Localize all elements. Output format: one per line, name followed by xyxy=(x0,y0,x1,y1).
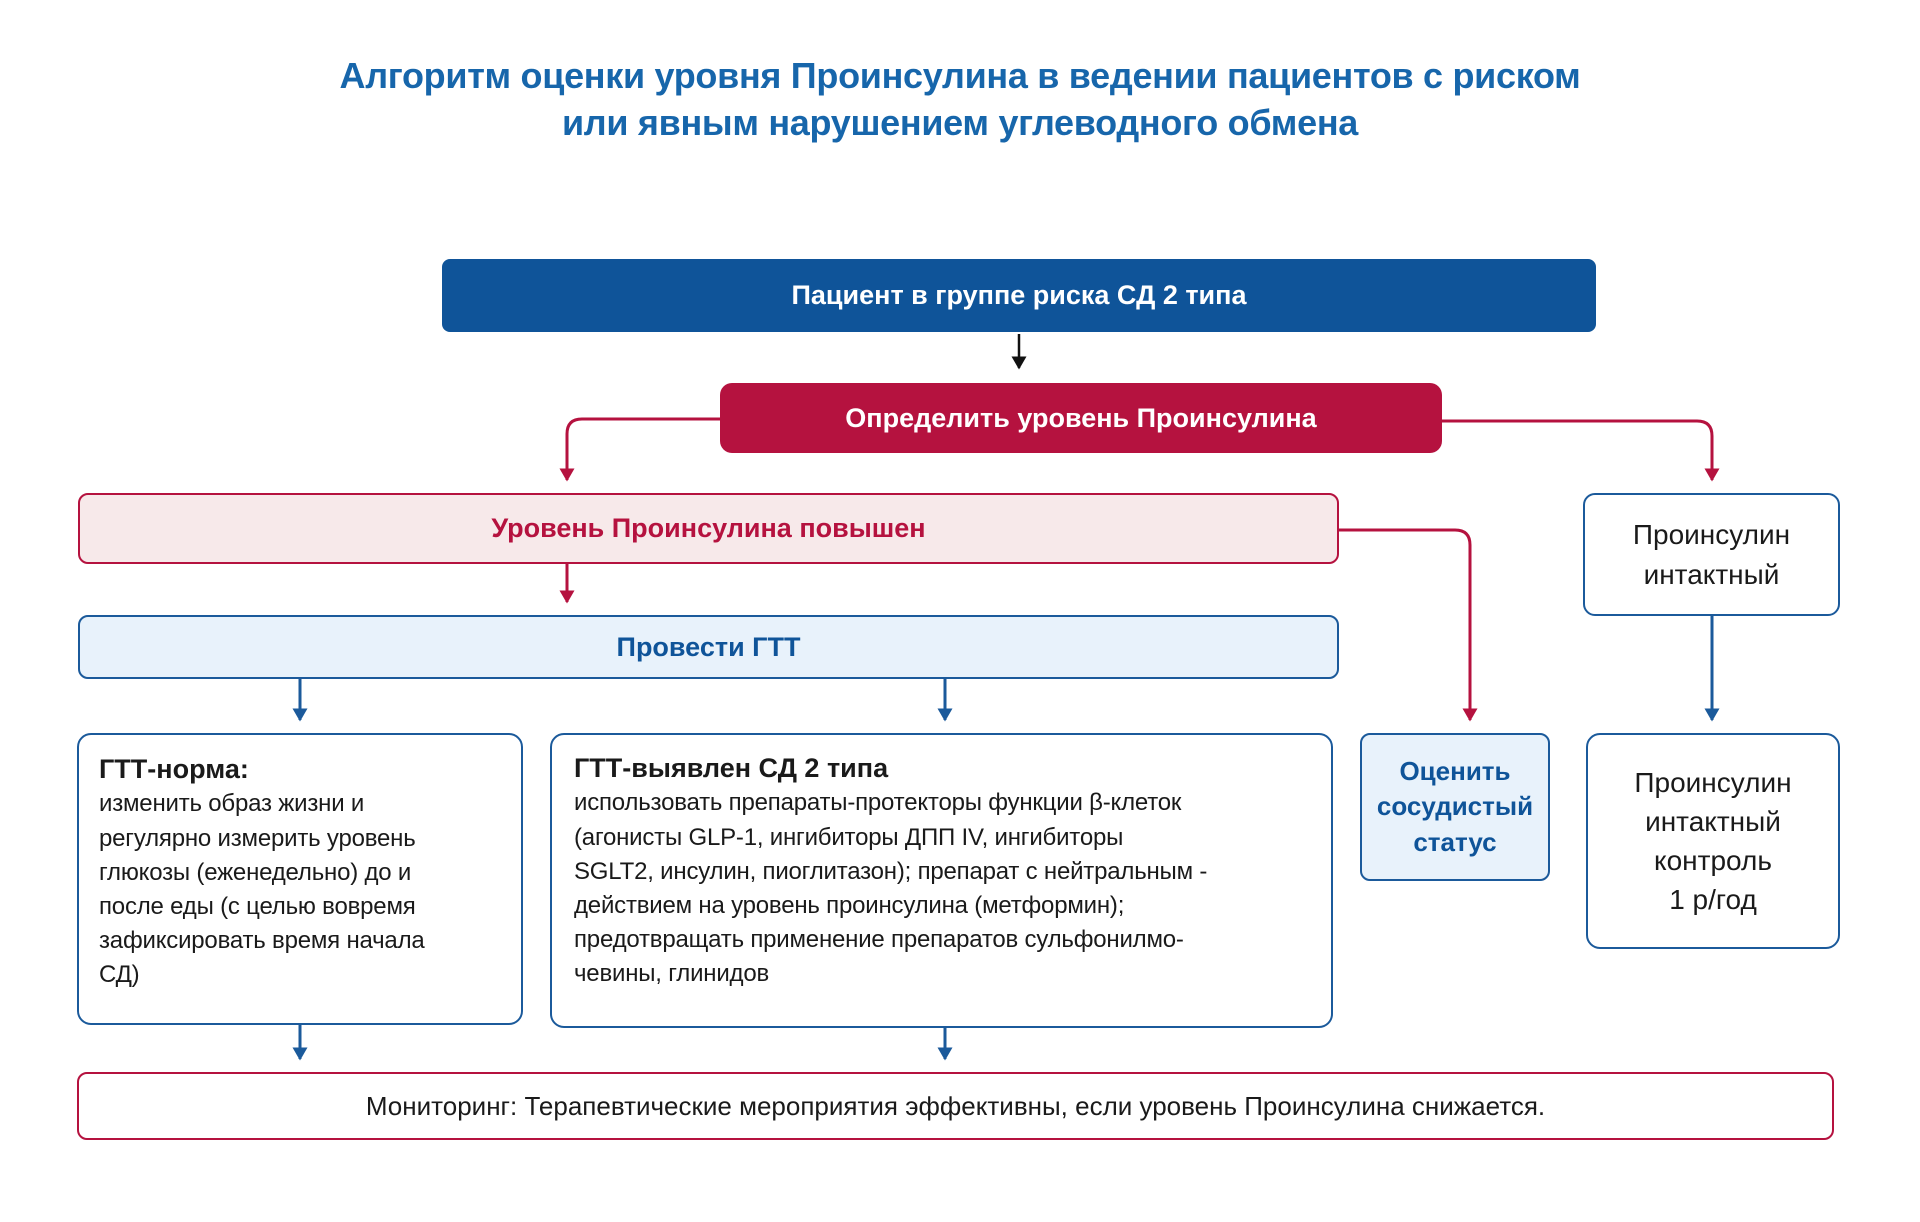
arrow-elevated-to-vascular xyxy=(1339,528,1478,722)
node-assess-vascular-status-label: Оценить сосудистый статус xyxy=(1376,756,1534,857)
node-gtt-normal-heading: ГТТ-норма: xyxy=(99,754,249,784)
node-monitoring: Мониторинг: Терапевтические мероприятия … xyxy=(77,1072,1834,1140)
arrow-determine-to-elevated xyxy=(559,417,720,482)
arrow-determine-to-intact xyxy=(1442,419,1720,482)
node-assess-vascular-status: Оценить сосудистый статус xyxy=(1360,733,1550,881)
page-title-line2: или явным нарушением углеводного обмена xyxy=(561,102,1359,143)
node-monitoring-label: Мониторинг: Терапевтические мероприятия … xyxy=(365,1090,1546,1121)
node-perform-gtt: Провести ГТТ xyxy=(78,615,1339,679)
node-gtt-dm2-body: использовать препараты-протекторы функци… xyxy=(574,789,1208,987)
node-determine-proinsulin-label: Определить уровень Проинсулина xyxy=(845,402,1317,433)
node-patient-risk-label: Пациент в группе риска СД 2 типа xyxy=(791,280,1247,310)
node-proinsulin-intact-label: Проинсулин интактный xyxy=(1632,519,1791,590)
node-intact-control-yearly-label: Проинсулин интактный контроль 1 р/год xyxy=(1634,766,1792,916)
node-proinsulin-intact: Проинсулин интактный xyxy=(1583,493,1840,616)
node-gtt-dm2-heading: ГТТ-выявлен СД 2 типа xyxy=(574,753,889,783)
node-gtt-normal-body: изменить образ жизни и регулярно измерит… xyxy=(99,790,425,988)
node-intact-control-yearly: Проинсулин интактный контроль 1 р/год xyxy=(1586,733,1840,949)
node-proinsulin-elevated-label: Уровень Проинсулина повышен xyxy=(491,513,926,543)
page-title-line1: Алгоритм оценки уровня Проинсулина в вед… xyxy=(339,55,1581,96)
node-gtt-normal: ГТТ-норма: изменить образ жизни и регуля… xyxy=(77,733,523,1025)
node-gtt-dm2: ГТТ-выявлен СД 2 типа использовать препа… xyxy=(550,733,1333,1028)
node-perform-gtt-label: Провести ГТТ xyxy=(616,631,801,662)
node-proinsulin-elevated: Уровень Проинсулина повышен xyxy=(78,493,1339,564)
node-determine-proinsulin: Определить уровень Проинсулина xyxy=(720,383,1442,453)
page-title: Алгоритм оценки уровня Проинсулина в вед… xyxy=(0,52,1920,146)
node-patient-risk: Пациент в группе риска СД 2 типа xyxy=(442,259,1596,332)
